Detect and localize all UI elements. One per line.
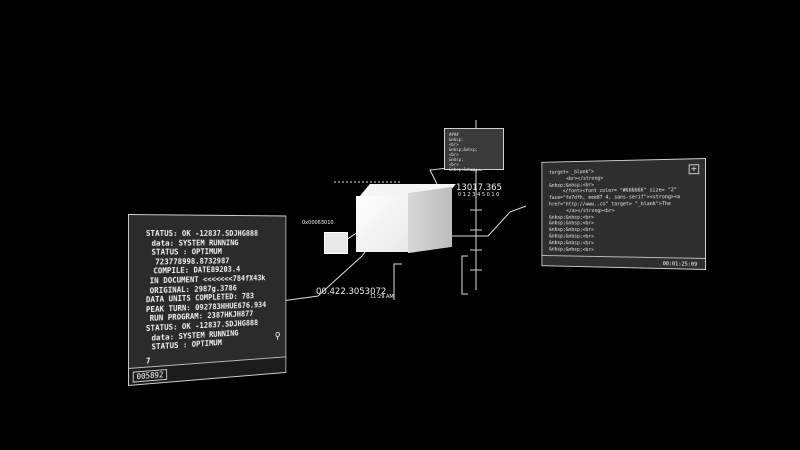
connector-top [429, 167, 449, 191]
center-number-label: 00.422.3053072 [316, 287, 387, 297]
top-code-text: #### &nbsp; <br> &nbsp;&nbsp; <br> &nbsp… [449, 132, 478, 172]
code-line: &nbsp; [449, 157, 464, 162]
code-line: #### [449, 132, 459, 137]
code-line: &nbsp;&nbsp; [449, 147, 478, 152]
code-panel: + target= _blank"> <br></strong> &nbsp;&… [541, 158, 706, 270]
status-lines: STATUS: OK -12837.SDJHG888 data: SYSTEM … [146, 228, 266, 366]
code-line: href="http://www..co" target= "_blank">T… [549, 201, 671, 208]
code-text: target= _blank"> <br></strong> &nbsp;&nb… [549, 168, 680, 255]
code-line: <br> [449, 162, 459, 167]
bracket-1 [461, 255, 468, 295]
code-line: <br> [449, 152, 459, 157]
code-line: &nbsp; [449, 137, 464, 142]
magnifier-icon[interactable]: ⚲ [274, 331, 281, 342]
cube-side-face [408, 186, 452, 254]
time-small-label: 11:29 AM [370, 294, 394, 300]
code-line: &nbsp;&nbsp; [449, 167, 478, 172]
cube-front-face [356, 196, 408, 252]
status-panel: STATUS: OK -12837.SDJHG888 data: SYSTEM … [128, 214, 287, 386]
code-line: <br> [449, 142, 459, 147]
top-code-panel: #### &nbsp; <br> &nbsp;&nbsp; <br> &nbsp… [444, 128, 504, 172]
code-line: &nbsp;&nbsp;<br> [549, 246, 595, 253]
index-small-label: 0 1 2 3 4 5 0 1 0 [458, 192, 500, 198]
expand-button[interactable]: + [688, 164, 700, 175]
hex-small-label: 0x00063010 [302, 220, 334, 226]
frame-counter: 005892 [132, 369, 168, 383]
small-cube [324, 232, 348, 254]
connector-right [452, 205, 527, 237]
top-number-label: 13017.365 [456, 183, 502, 193]
bracket-2 [393, 263, 402, 300]
code-line: </a></strong><br> [566, 208, 615, 214]
elapsed-time: 00:01:25:09 [662, 261, 698, 268]
